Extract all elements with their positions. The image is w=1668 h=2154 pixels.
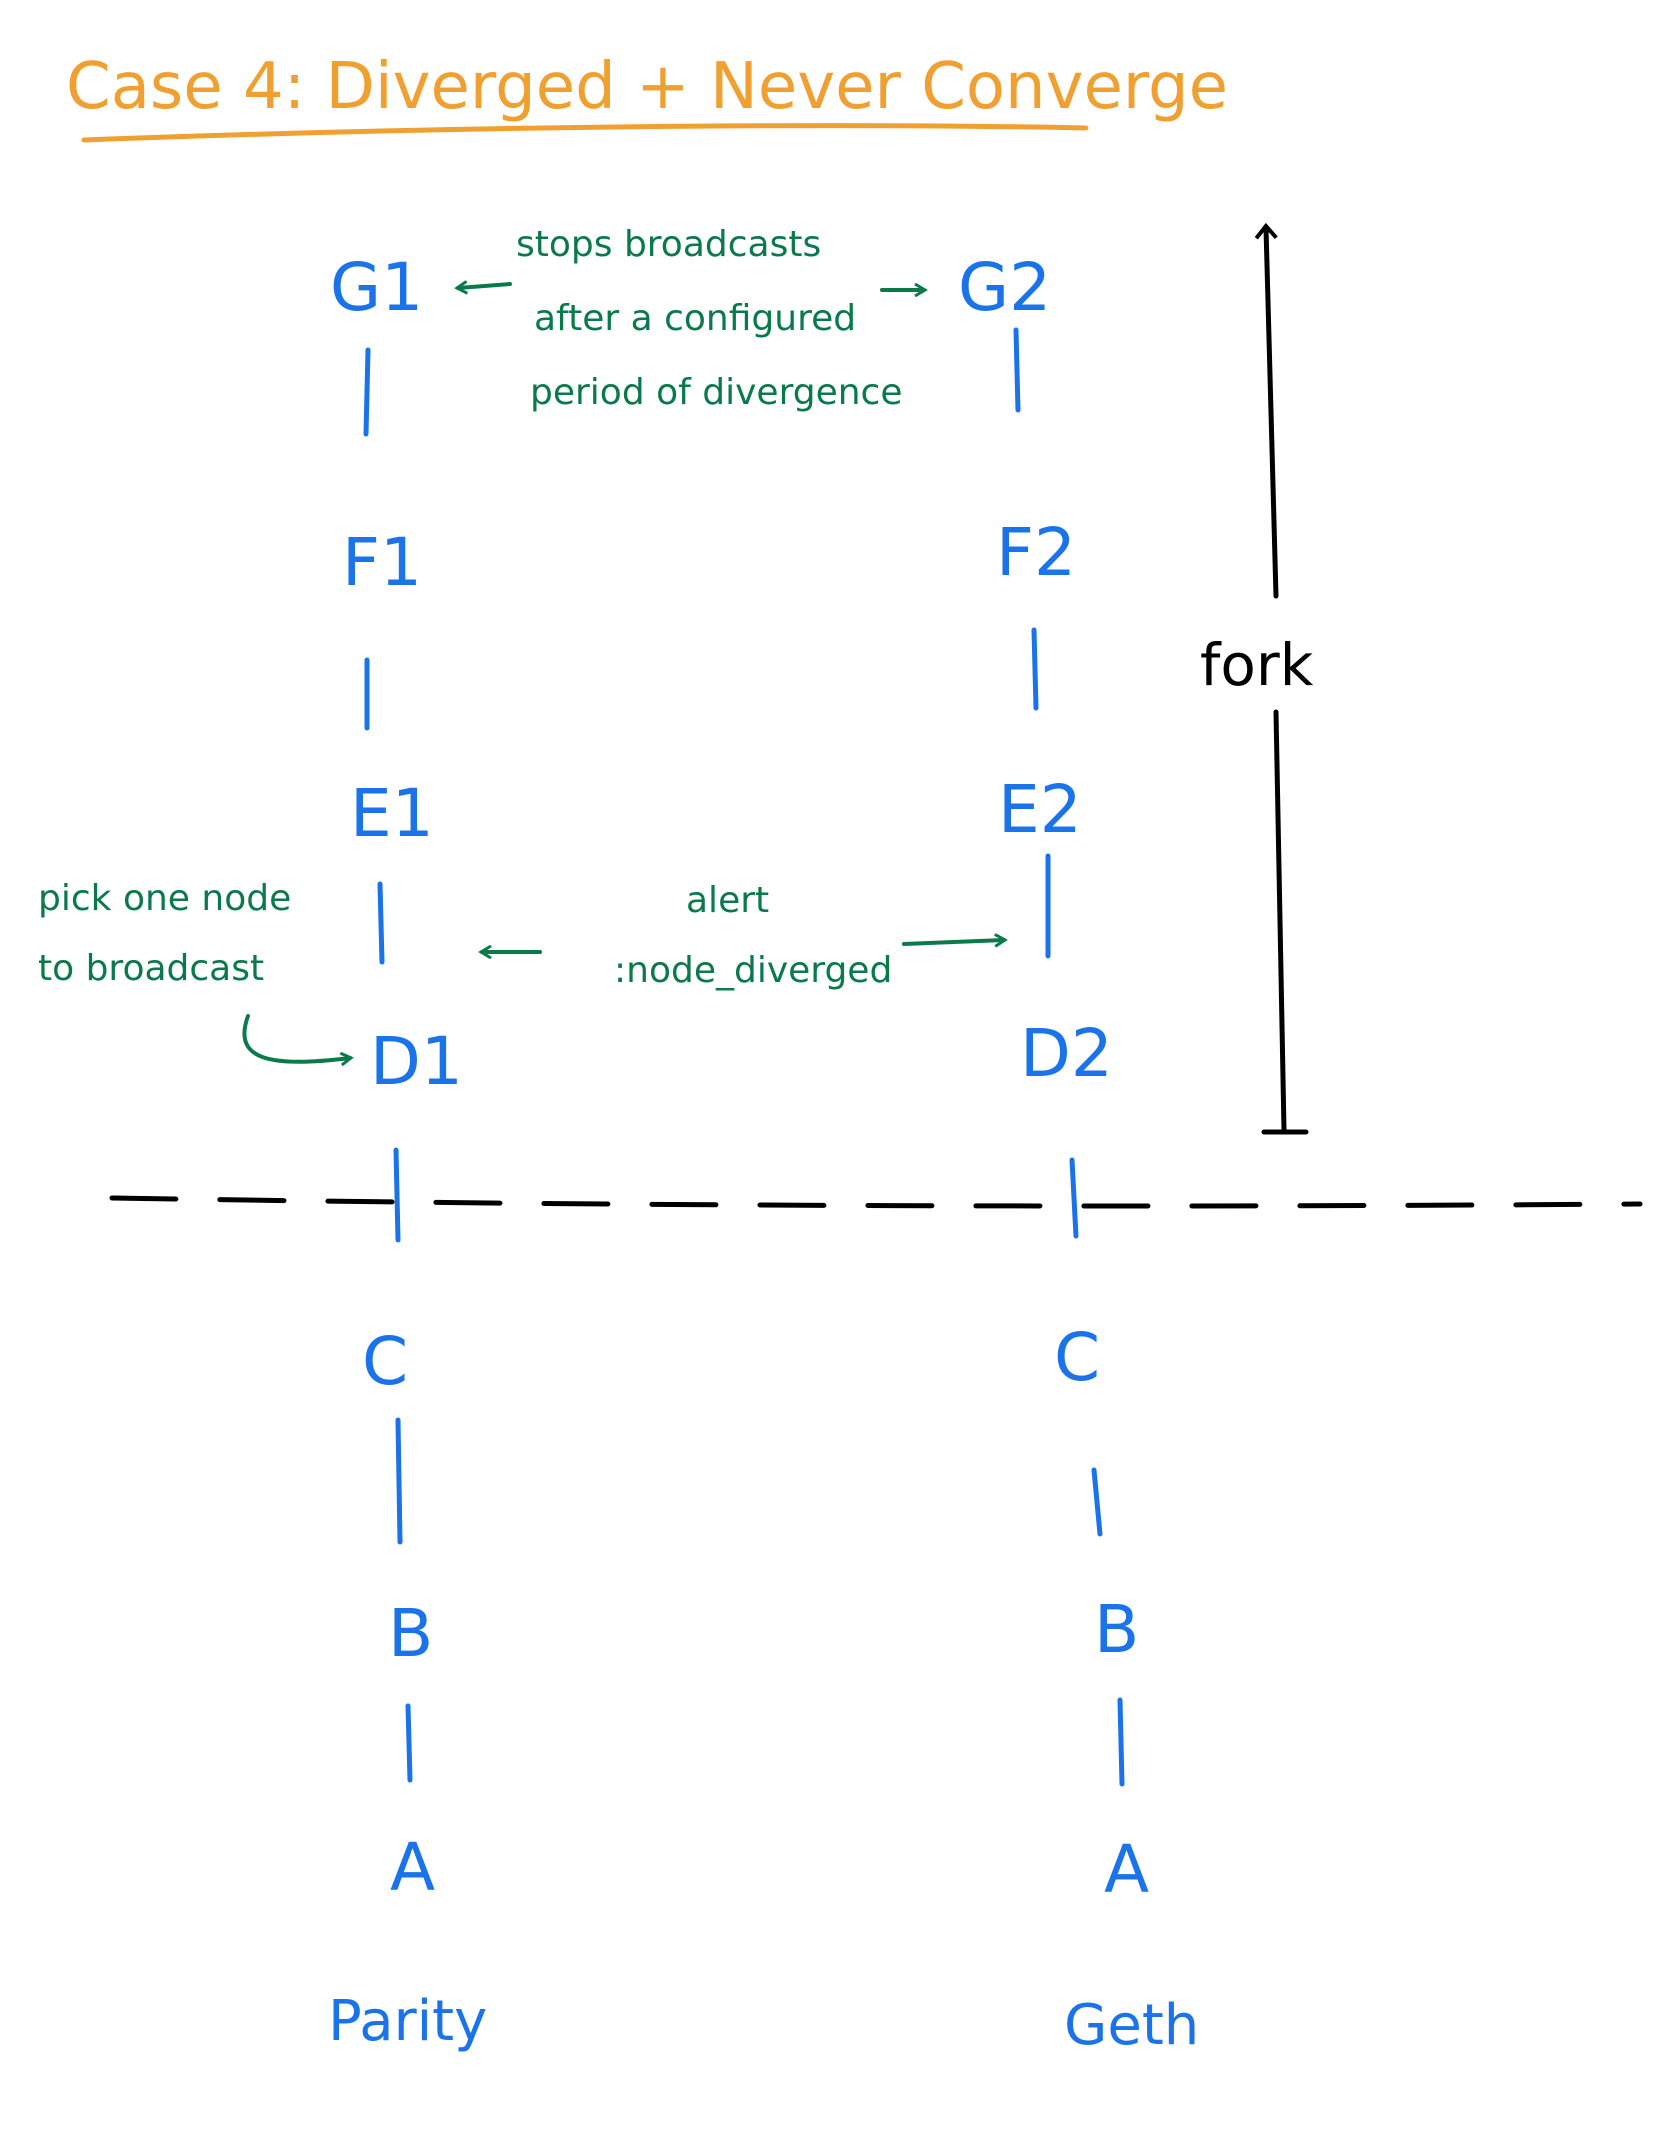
note-alert-line-2: :node_diverged — [614, 950, 892, 991]
title-underline — [81, 123, 1089, 143]
fork-arrow-down — [1273, 709, 1287, 1133]
link-g2-f2 — [1013, 327, 1021, 413]
block-d2: D2 — [1020, 1015, 1113, 1092]
note-alert-line-1: alert — [686, 880, 769, 921]
block-a-parity: A — [390, 1829, 435, 1906]
arrow-to-d1 — [242, 1014, 350, 1062]
block-g1: G1 — [330, 249, 423, 326]
note-pick-line-2: to broadcast — [38, 948, 264, 989]
note-pick-node: pick one node to broadcast — [38, 878, 350, 1062]
arrow-alert-right — [902, 940, 1004, 944]
link-d1-c — [393, 1147, 401, 1243]
chain-parity: G1 F1 E1 D1 C B A Parity — [328, 249, 487, 2054]
note-stop-line-2: after a configured — [534, 298, 856, 339]
block-g2: G2 — [958, 249, 1051, 326]
link-e1-d1 — [377, 881, 385, 965]
link-f2-e2 — [1031, 627, 1039, 711]
link-g1-f1 — [363, 347, 371, 437]
block-e2: E2 — [998, 771, 1082, 848]
link-b-a-parity — [405, 1703, 413, 1783]
block-e1: E1 — [350, 775, 434, 852]
note-stop-line-3: period of divergence — [530, 372, 903, 413]
block-f1: F1 — [342, 524, 422, 601]
diagram-title: Case 4: Diverged + Never Converge — [66, 50, 1228, 124]
link-c-b-geth — [1091, 1467, 1103, 1537]
arrow-to-g1 — [458, 284, 512, 288]
block-d1: D1 — [370, 1023, 463, 1100]
link-d2-c — [1069, 1157, 1079, 1239]
fork-span: fork — [1200, 222, 1314, 1135]
block-c-parity: C — [362, 1323, 408, 1400]
link-c-b-parity — [395, 1417, 403, 1545]
client-label-parity: Parity — [328, 1989, 487, 2054]
fork-arrow-up — [1254, 222, 1279, 599]
client-label-geth: Geth — [1064, 1993, 1199, 2058]
note-stop-broadcasts: stops broadcasts after a configured peri… — [458, 224, 924, 413]
note-alert: alert :node_diverged — [482, 880, 1004, 991]
block-b-parity: B — [388, 1595, 433, 1672]
block-a-geth: A — [1104, 1831, 1149, 1908]
fork-point-line — [109, 1195, 1643, 1209]
chain-geth: G2 F2 E2 D2 C B A Geth — [958, 249, 1199, 2058]
block-c-geth: C — [1054, 1319, 1100, 1396]
block-b-geth: B — [1094, 1591, 1139, 1668]
note-pick-line-1: pick one node — [38, 878, 291, 919]
fork-label: fork — [1200, 631, 1314, 699]
note-stop-line-1: stops broadcasts — [516, 224, 821, 265]
block-f2: F2 — [996, 514, 1076, 591]
link-b-a-geth — [1117, 1697, 1125, 1787]
